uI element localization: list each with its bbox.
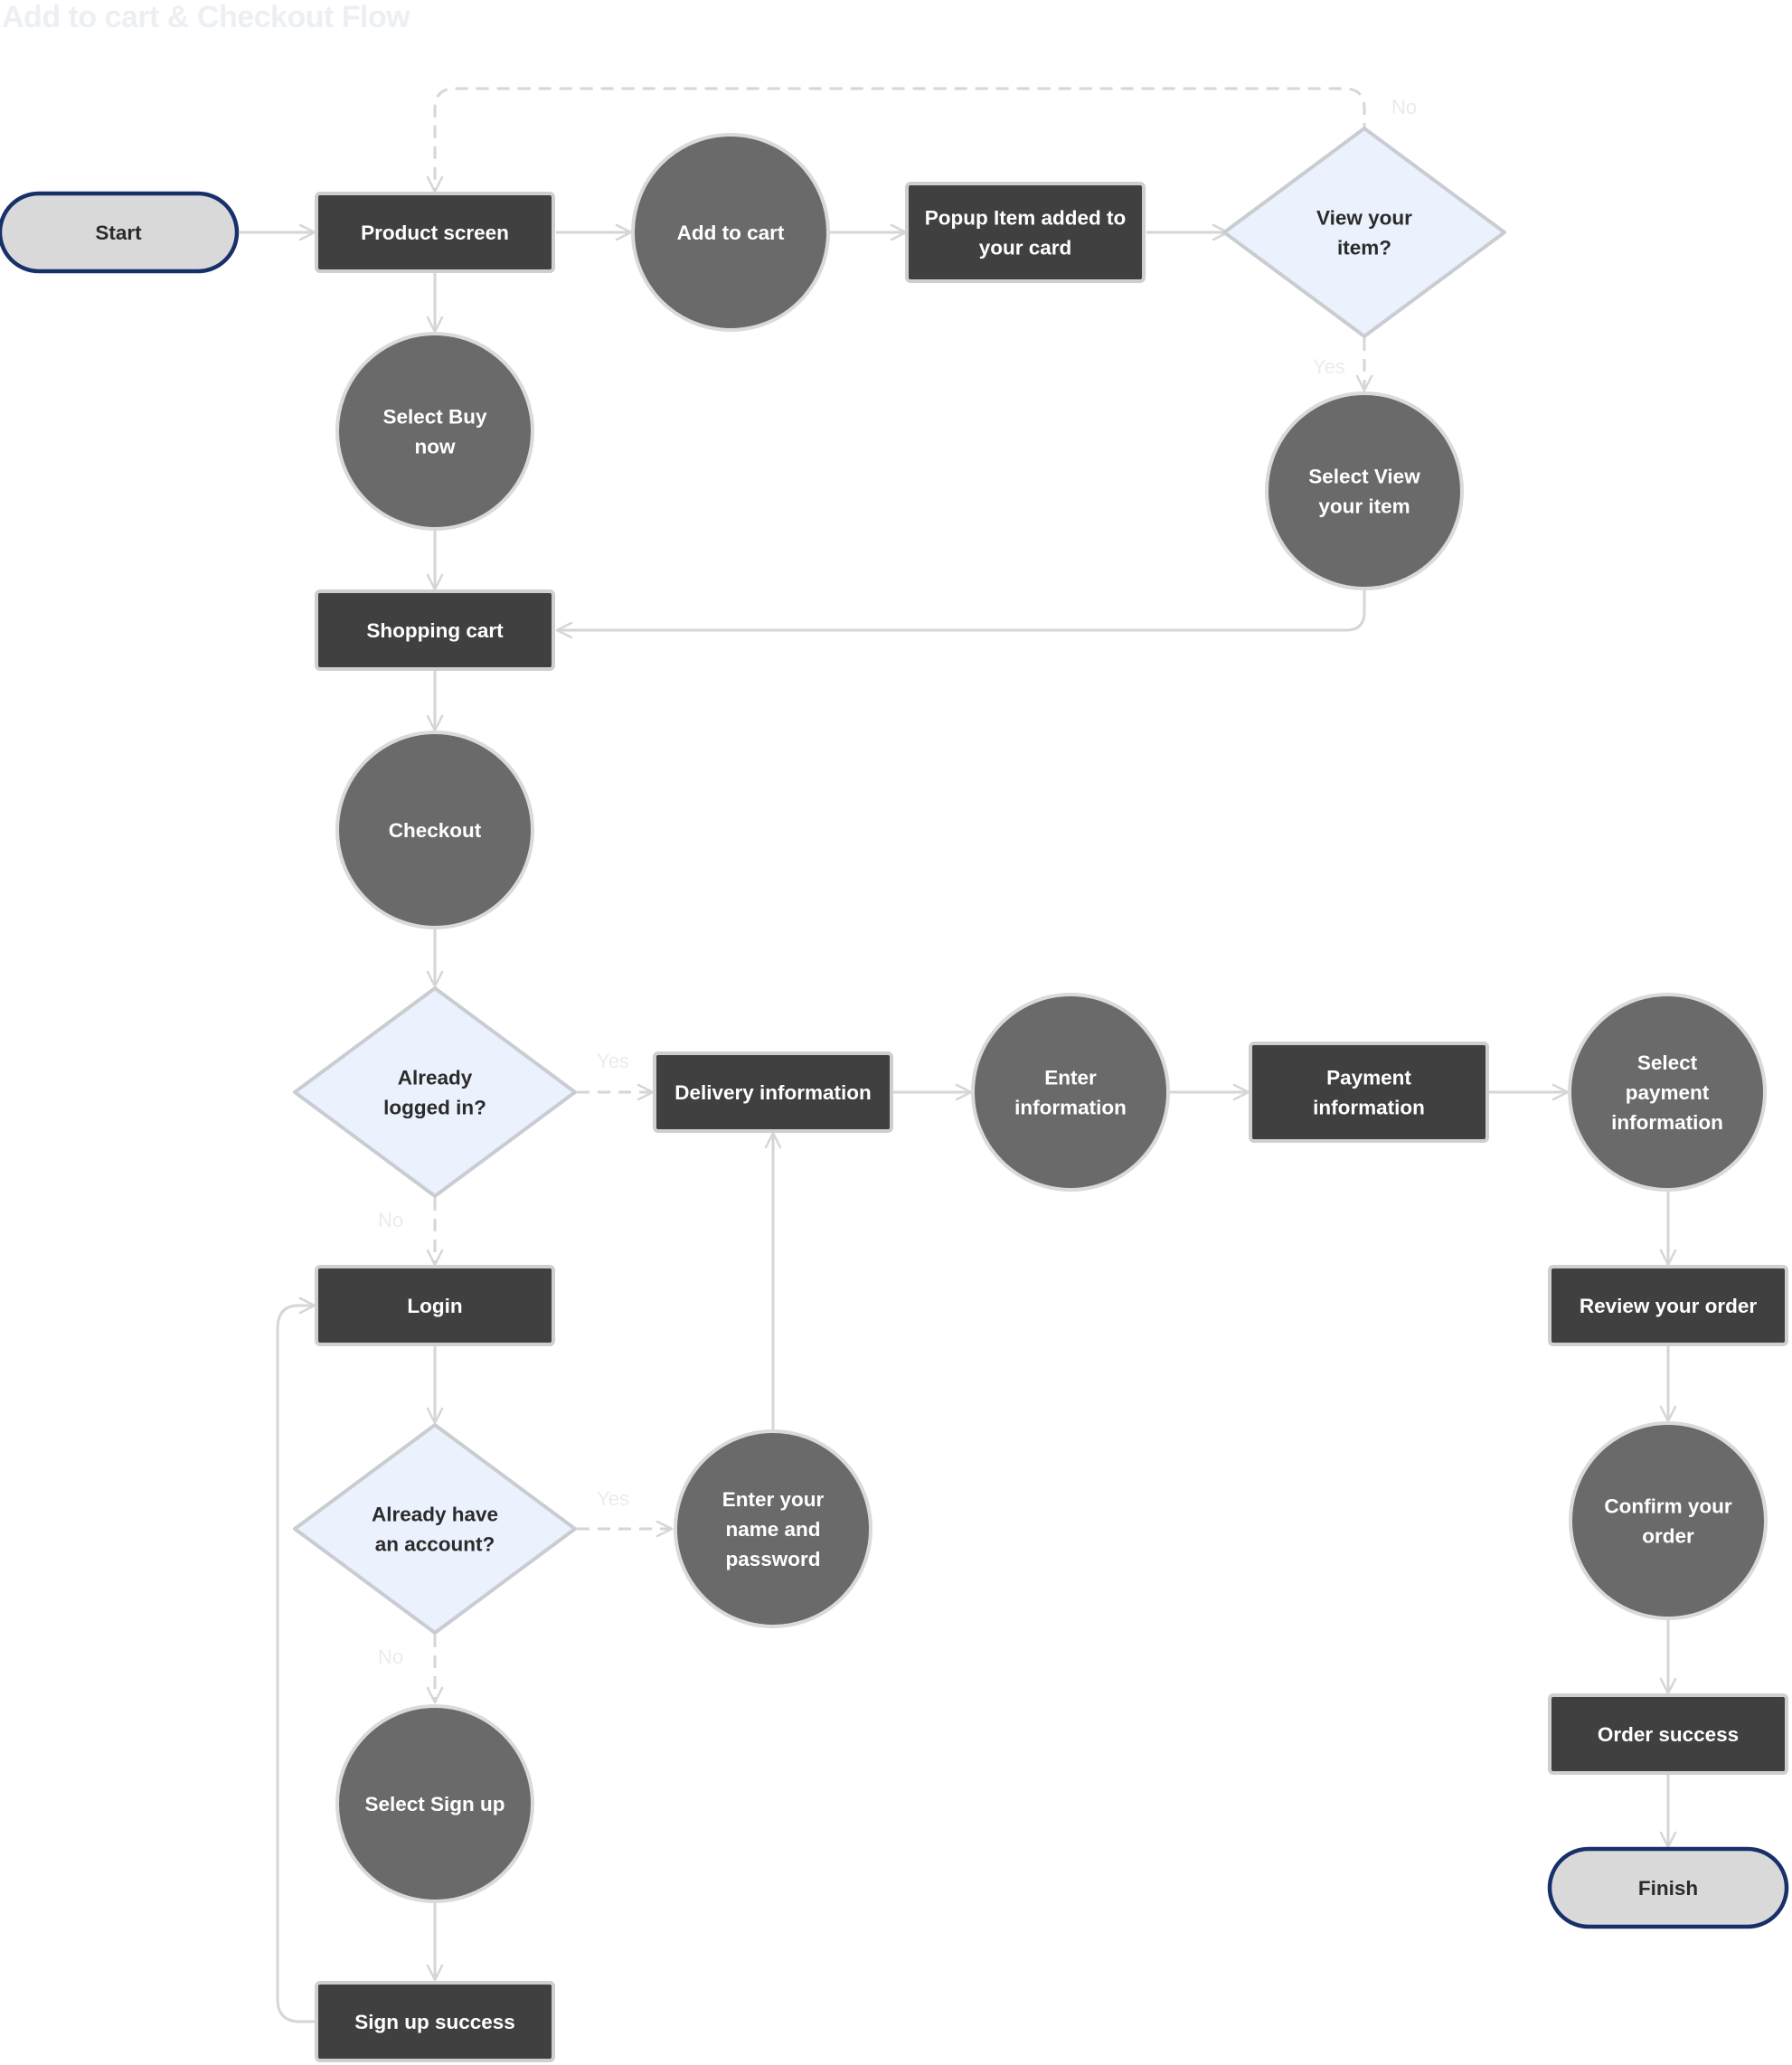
node-label: Checkout: [389, 819, 482, 842]
edge-label-logged-no: No: [378, 1209, 403, 1231]
node-add-to-cart: Add to cart: [631, 133, 830, 332]
node-label: Popup Item added to: [925, 207, 1127, 230]
node-enter-name-password: Enter your name and password: [674, 1429, 872, 1628]
node-label: item?: [1337, 237, 1391, 259]
node-login: Login: [315, 1265, 555, 1346]
node-label: your item: [1318, 495, 1410, 518]
delivery-info-shape: [653, 1051, 893, 1133]
edges-layer: [240, 87, 1677, 2023]
finish-shape: [1547, 1846, 1789, 1929]
node-label: Delivery information: [674, 1081, 872, 1104]
confirm-order-shape: [1569, 1421, 1768, 1620]
node-already-logged-in: Already logged in?: [293, 986, 577, 1198]
enter-name-password-shape: [674, 1429, 872, 1628]
node-already-have-account: Already have an account?: [293, 1423, 577, 1635]
select-sign-up-shape: [335, 1704, 534, 1903]
node-label: password: [725, 1548, 820, 1570]
node-label: Select Buy: [382, 406, 487, 429]
checkout-shape: [335, 731, 534, 929]
node-start: Start: [0, 191, 240, 274]
node-label: Enter: [1044, 1067, 1097, 1089]
node-label: Select Sign up: [364, 1793, 505, 1815]
node-view-item: View your item?: [1222, 127, 1506, 338]
already-logged-in-shape: [293, 986, 577, 1198]
node-label: logged in?: [383, 1097, 486, 1119]
start-shape: [0, 191, 240, 274]
node-product-screen: Product screen: [315, 192, 555, 273]
node-label: Add to cart: [677, 222, 785, 244]
node-label: Payment: [1326, 1067, 1411, 1089]
node-select-payment: Select payment information: [1568, 993, 1767, 1192]
shopping-cart-shape: [315, 589, 555, 671]
node-label: Already: [398, 1067, 473, 1089]
node-shopping-cart: Shopping cart: [315, 589, 555, 671]
node-select-buy-now: Select Buy now: [335, 332, 534, 531]
view-item-shape: [1222, 127, 1506, 338]
node-label: Shopping cart: [366, 619, 504, 642]
node-label: Select: [1637, 1051, 1698, 1074]
connector-arrow: [555, 590, 1366, 639]
edge-label-view-no: No: [1391, 96, 1417, 118]
node-label: information: [1014, 1097, 1127, 1119]
node-label: Confirm your: [1604, 1495, 1731, 1518]
product-screen-shape: [315, 192, 555, 273]
select-payment-shape: [1568, 993, 1767, 1192]
node-checkout: Checkout: [335, 731, 534, 929]
edge-label-view-yes: Yes: [1313, 355, 1345, 378]
node-label: Review your order: [1580, 1295, 1758, 1317]
select-buy-now-shape: [335, 332, 534, 531]
sign-up-success-shape: [315, 1981, 555, 2062]
node-label: Sign up success: [354, 2011, 515, 2033]
select-view-item-shape: [1265, 391, 1464, 590]
edge-label-account-no: No: [378, 1645, 403, 1668]
payment-info-shape: [1249, 1042, 1489, 1143]
node-payment-info: Payment information: [1249, 1042, 1489, 1143]
connector-arrow: [426, 87, 1366, 193]
node-label: Login: [407, 1295, 462, 1317]
node-label: payment: [1626, 1081, 1710, 1104]
node-label: View your: [1316, 207, 1412, 230]
node-label: now: [415, 436, 456, 458]
node-label: an account?: [375, 1533, 495, 1556]
edge-label-logged-yes: Yes: [597, 1050, 629, 1072]
node-confirm-order: Confirm your order: [1569, 1421, 1768, 1620]
node-label: information: [1611, 1111, 1723, 1134]
node-enter-info: Enter information: [971, 993, 1170, 1192]
node-label: order: [1642, 1525, 1694, 1548]
node-popup: Popup Item added to your card: [905, 182, 1146, 283]
nodes-layer: Start Product screen Add to cart Popup Item…: [0, 127, 1789, 2062]
login-shape: [315, 1265, 555, 1346]
popup-shape: [905, 182, 1146, 283]
node-label: information: [1313, 1097, 1425, 1119]
already-have-account-shape: [293, 1423, 577, 1635]
node-label: Start: [95, 222, 142, 244]
node-label: Finish: [1638, 1877, 1698, 1900]
node-select-sign-up: Select Sign up: [335, 1704, 534, 1903]
node-order-success: Order success: [1548, 1693, 1788, 1775]
node-label: Order success: [1598, 1723, 1739, 1746]
order-success-shape: [1548, 1693, 1788, 1775]
node-sign-up-success: Sign up success: [315, 1981, 555, 2062]
node-label: name and: [725, 1518, 820, 1541]
node-label: your card: [979, 237, 1072, 259]
node-finish: Finish: [1547, 1846, 1789, 1929]
node-label: Select View: [1308, 466, 1420, 488]
node-label: Already have: [372, 1504, 498, 1526]
node-review-order: Review your order: [1548, 1265, 1788, 1346]
node-select-view-item: Select View your item: [1265, 391, 1464, 590]
add-to-cart-shape: [631, 133, 830, 332]
diagram-title: Add to cart & Checkout Flow: [2, 0, 410, 34]
node-delivery-info: Delivery information: [653, 1051, 893, 1133]
node-label: Product screen: [361, 222, 509, 244]
review-order-shape: [1548, 1265, 1788, 1346]
edge-label-account-yes: Yes: [597, 1487, 629, 1510]
enter-info-shape: [971, 993, 1170, 1192]
node-label: Enter your: [722, 1488, 825, 1511]
connector-arrow: [276, 1297, 316, 2023]
